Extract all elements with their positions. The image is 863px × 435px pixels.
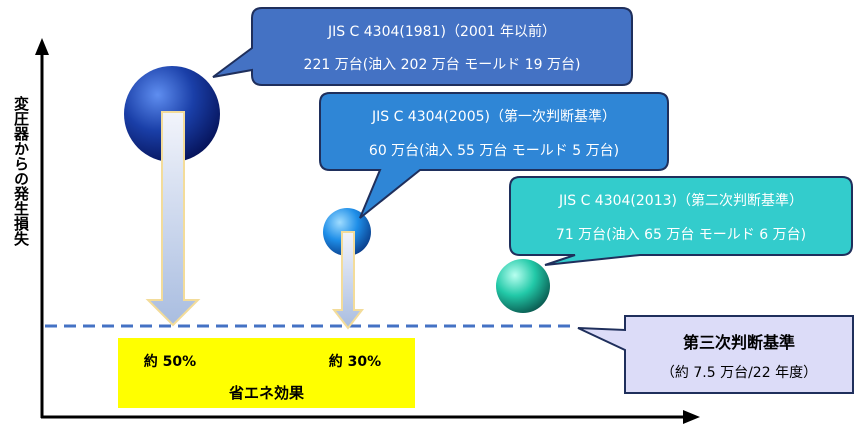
y-axis-label: 変圧器からの発生損失 [12, 96, 30, 246]
savings-30: 約 30% [328, 354, 382, 370]
x-axis [41, 410, 700, 424]
callout-2013-shape [509, 176, 853, 266]
sphere-2013 [496, 259, 550, 313]
savings-box [118, 338, 415, 408]
target-subtitle: （約 7.5 万台/22 年度） [660, 365, 818, 381]
callout-2005-count: 60 万台(油入 55 万台 モールド 5 万台) [368, 143, 620, 159]
reduction-arrow-30 [331, 231, 365, 330]
callout-2005-title: JIS C 4304(2005)（第一次判断基準） [371, 109, 616, 125]
savings-label: 省エネ効果 [228, 384, 304, 402]
savings-50: 約 50% [143, 354, 197, 370]
callout-1981-count: 221 万台(油入 202 万台 モールド 19 万台) [303, 57, 581, 73]
callout-1981-shape [212, 7, 633, 86]
callout-target-shape [577, 315, 854, 394]
callout-2005-shape [319, 92, 669, 219]
y-axis [35, 38, 49, 418]
callout-2013-count: 71 万台(油入 65 万台 モールド 6 万台) [555, 227, 807, 243]
target-title: 第三次判断基準 [682, 333, 795, 352]
callout-1981-title: JIS C 4304(1981)（2001 年以前） [327, 24, 557, 40]
reduction-arrow-50 [145, 111, 201, 327]
callout-2013-title: JIS C 4304(2013)（第二次判断基準） [558, 193, 803, 209]
